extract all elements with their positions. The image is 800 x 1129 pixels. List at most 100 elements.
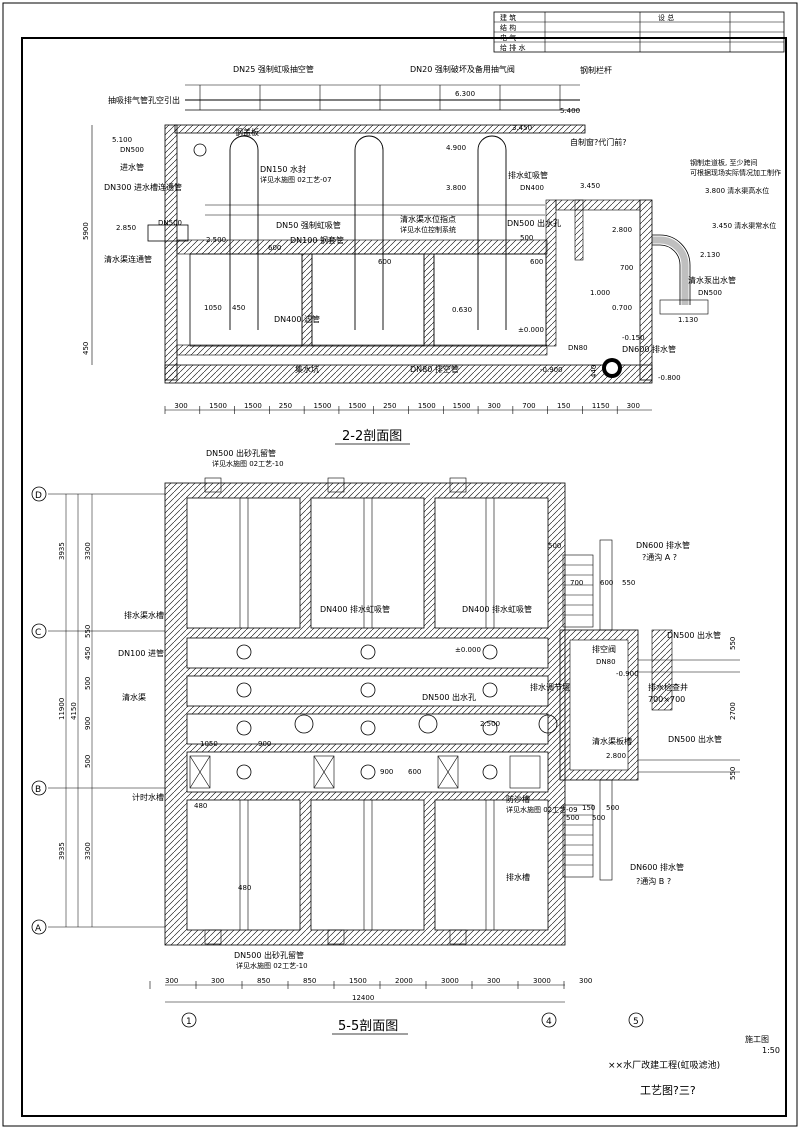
lbl-e3450a: 3.450 — [512, 124, 532, 132]
lbl-railing: 钢制栏杆 — [580, 65, 612, 75]
lbl-d1050p: 1050 — [200, 740, 218, 748]
bottom-dim-label: 300 — [487, 977, 500, 985]
lbl-d600bp: 600 — [408, 768, 421, 776]
lbl-e4900: 4.900 — [446, 144, 466, 152]
lbl-e5400: 5.400 — [560, 107, 580, 115]
top-dim-label: 700 — [522, 402, 535, 410]
lbl-e0800: -0.800 — [658, 374, 681, 382]
lbl-outlet-pt: 清水渠水位指点 — [400, 214, 456, 224]
bottom-dim-label: 850 — [303, 977, 316, 985]
lbl-vent: 排空阀 — [592, 644, 616, 654]
lbl-d500r: 500 — [548, 542, 561, 550]
lbl-cover: 钢制走道板, 至少跨间 — [690, 158, 757, 167]
lbl-e2500a: 2.500 — [206, 236, 226, 244]
rdim-550a: 550 — [729, 637, 737, 650]
lbl-e0000b: ±0.000 — [455, 646, 481, 654]
ldim-i4: 500 — [84, 677, 92, 690]
lbl-dn500top: DN500 出砂孔留管 — [206, 448, 276, 458]
ldim-i7: 3300 — [84, 842, 92, 860]
footer-scale: 1:50 — [762, 1046, 780, 1055]
lbl-e3800: 3.800 — [446, 184, 466, 192]
lbl-dn500out: DN500 出水管 — [667, 630, 721, 640]
lbl-d500c: 500 — [606, 804, 619, 812]
lbl-d440: 440 — [590, 365, 598, 378]
lbl-d600c: 600 — [530, 258, 543, 266]
lbl-plate: 钢盖板 — [235, 127, 259, 137]
lbl-d450: 450 — [232, 304, 245, 312]
lbl-drain-slot: 排水渠水槽 — [124, 610, 164, 620]
lbl-drain: 抽吸排气管孔空引出 — [108, 95, 180, 105]
ldim-i6: 500 — [84, 755, 92, 768]
title-block: 建 筑 结 构 电 气 给 排 水 设 总 — [493, 11, 785, 53]
ldim-i5: 900 — [84, 717, 92, 730]
lbl-e6300: 6.300 — [455, 90, 475, 98]
lbl-dn500hole: DN500 出水孔 — [422, 692, 476, 702]
footer: 施工图 1:50 ××水厂改建工程(虹吸滤池) 工艺图?三? — [608, 1034, 780, 1097]
lbl-overflow2: 700×700 — [648, 695, 685, 704]
lbl-e2850: 2.850 — [116, 224, 136, 232]
lbl-ref07: 详见水施图 02工艺-07 — [260, 175, 332, 184]
bottom-dim-label: 300 — [165, 977, 178, 985]
lbl-connect: 清水渠连通管 — [104, 254, 152, 264]
lbl-ref09: 详见水施图 02工艺-09 — [506, 805, 578, 814]
lbl-dn500out2: DN500 出水管 — [668, 734, 722, 744]
inner-frame — [21, 37, 787, 1117]
top-dim-label: 300 — [487, 402, 500, 410]
bottom-dim-label: 850 — [257, 977, 270, 985]
top-dim-label: 1150 — [592, 402, 610, 410]
lbl-ref10b: 详见水施图 02工艺-10 — [236, 961, 308, 970]
rdim-550b: 550 — [729, 767, 737, 780]
lbl-e0150: -0.150 — [622, 334, 645, 342]
section-title-2-2: 2-2剖面图 — [342, 429, 402, 444]
dim-5900: 5900 — [82, 222, 90, 240]
lbl-d900a: 900 — [258, 740, 271, 748]
lbl-clear-gate: 清水渠板槽 — [592, 736, 632, 746]
top-dim-label: 1500 — [418, 402, 436, 410]
lbl-d500: 500 — [520, 234, 533, 242]
tb-row1: 建 筑 — [500, 13, 516, 22]
lbl-dn400b: DN400 滤管 — [274, 314, 320, 324]
lbl-e0700: 0.700 — [612, 304, 632, 312]
lbl-clear-ch: 清水渠 — [122, 692, 146, 702]
lbl-d600b: 600 — [378, 258, 391, 266]
top-dim-label: 250 — [383, 402, 396, 410]
bottom-dim-label: 3000 — [441, 977, 459, 985]
lbl-d480b: 480 — [238, 884, 251, 892]
lbl-e2500: 2.500 — [480, 720, 500, 728]
tb-head: 设 总 — [658, 13, 674, 22]
top-dim-label: 300 — [627, 402, 640, 410]
lbl-e0900b: -0.900 — [616, 670, 639, 678]
lbl-d500b: 500 — [592, 814, 605, 822]
lbl-e3450b: 3.450 — [580, 182, 600, 190]
top-dim-label: 1500 — [453, 402, 471, 410]
lbl-e0000: ±0.000 — [518, 326, 544, 334]
lbl-to-b: ?通沟 B ? — [636, 876, 671, 886]
lbl-dn50: DN50 强制虹吸管 — [276, 220, 341, 230]
top-dim-label: 1500 — [314, 402, 332, 410]
tb-row2: 结 构 — [500, 23, 516, 32]
lbl-dn400d: DN400 排水虹吸管 — [462, 604, 532, 614]
lbl-e1130: 1.130 — [678, 316, 698, 324]
lbl-d480a: 480 — [194, 802, 207, 810]
ldim-i2: 550 — [84, 625, 92, 638]
lbl-siphon: 排水虹吸管 — [508, 170, 548, 180]
dim-450: 450 — [82, 342, 90, 355]
bottom-dim-label: 3000 — [533, 977, 551, 985]
lbl-dn500d: DN500 — [698, 289, 722, 297]
top-dim-label: 250 — [279, 402, 292, 410]
axis-D: D — [35, 491, 42, 501]
lbl-dn600a: DN600 排水管 — [622, 344, 676, 354]
tb-row4: 给 排 水 — [500, 43, 525, 52]
lbl-dn150: DN150 水封 — [260, 164, 306, 174]
lbl-e0900: -0.900 — [540, 366, 563, 374]
lbl-dn300: DN300 进水槽连通管 — [104, 182, 182, 192]
lbl-sump: 集水坑 — [295, 364, 319, 374]
footer-stage: 施工图 — [745, 1034, 769, 1044]
axis-5: 5 — [633, 1017, 639, 1027]
lbl-counter: 计时水槽 — [132, 792, 164, 802]
lbl-ref10a: 详见水施图 02工艺-10 — [212, 459, 284, 468]
lbl-dn20: DN20 强制破坏及备用抽气阀 — [410, 64, 515, 74]
lbl-e3800b: 3.800 清水渠高水位 — [705, 186, 769, 195]
axis-B: B — [35, 785, 41, 795]
